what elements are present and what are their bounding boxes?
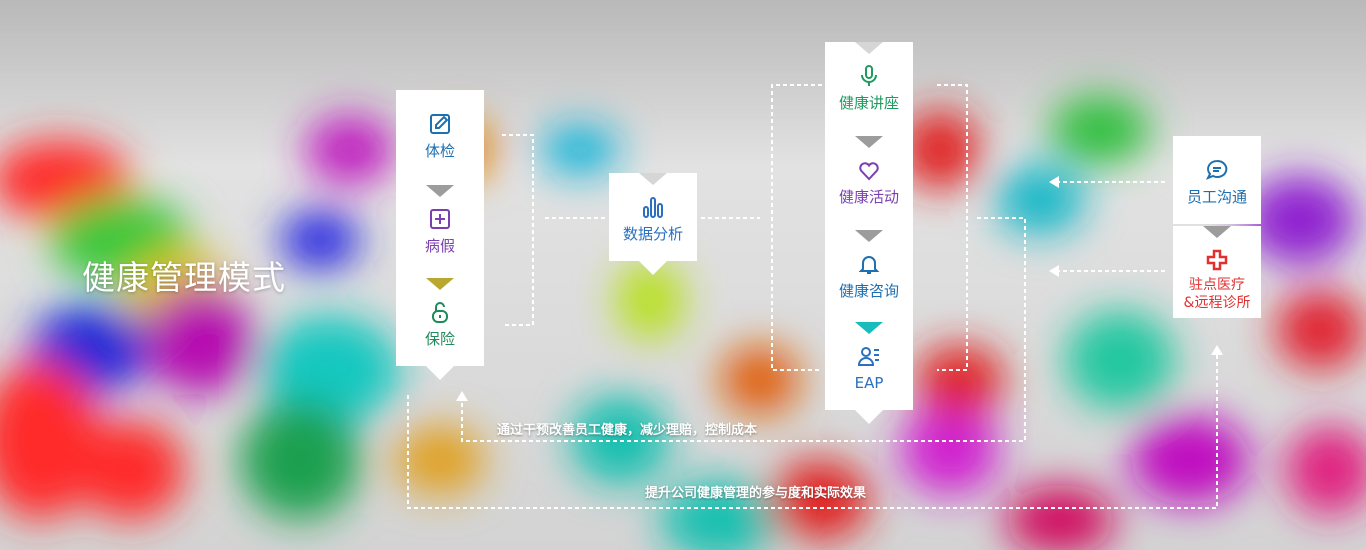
card-label: 健康讲座 bbox=[838, 94, 899, 112]
card-tip bbox=[639, 261, 667, 275]
card-onsite-clinic[interactable]: 驻点医疗 &远程诊所 bbox=[1173, 226, 1261, 318]
page-title: 健康管理模式 bbox=[82, 258, 286, 297]
card-notch bbox=[855, 42, 883, 54]
comm-arrowhead bbox=[1049, 176, 1059, 188]
card-notch bbox=[1203, 226, 1231, 238]
card-label: 数据分析 bbox=[622, 225, 683, 243]
group-a-bracket bbox=[502, 134, 534, 326]
card-label: EAP bbox=[854, 374, 884, 392]
card-label: 健康活动 bbox=[838, 188, 899, 206]
card-label: 健康咨询 bbox=[838, 282, 899, 300]
microphone-icon bbox=[861, 65, 877, 86]
card-label: 病假 bbox=[424, 237, 455, 255]
inner-loop bbox=[461, 217, 1026, 442]
outer-loop-caption: 提升公司健康管理的参与度和实际效果 bbox=[645, 486, 867, 501]
red-cross-icon bbox=[1206, 249, 1228, 271]
lock-icon bbox=[432, 302, 448, 323]
chat-bubble-icon bbox=[1205, 159, 1228, 180]
card-tip bbox=[426, 366, 454, 380]
card-data-analysis[interactable]: 数据分析 bbox=[609, 173, 697, 275]
outer-loop bbox=[407, 354, 1218, 509]
card-notch bbox=[426, 185, 454, 197]
card-health-activity[interactable]: 健康活动 bbox=[825, 136, 913, 230]
card-health-consult[interactable]: 健康咨询 bbox=[825, 230, 913, 322]
card-notch bbox=[855, 322, 883, 334]
card-health-lecture[interactable]: 健康讲座 bbox=[825, 42, 913, 136]
group-b-left-bracket bbox=[771, 84, 822, 371]
card-label: 员工沟通 bbox=[1186, 188, 1247, 206]
card-insurance[interactable]: 保险 bbox=[396, 278, 484, 380]
card-notch bbox=[639, 173, 667, 185]
edit-icon bbox=[430, 114, 450, 134]
bar-chart-icon bbox=[643, 197, 663, 218]
card-sick-leave[interactable]: 病假 bbox=[396, 185, 484, 278]
heart-icon bbox=[859, 162, 879, 181]
group-b-right-bracket bbox=[937, 84, 968, 371]
people-list-icon bbox=[857, 347, 879, 366]
card-label: 驻点医疗 &远程诊所 bbox=[1183, 277, 1251, 311]
clinic-arrowhead bbox=[1049, 265, 1059, 277]
plus-square-icon bbox=[430, 209, 450, 229]
bell-icon bbox=[858, 256, 880, 274]
inner-arrowhead bbox=[456, 391, 468, 401]
card-employee-communication[interactable]: 员工沟通 bbox=[1173, 136, 1261, 224]
card-label: 保险 bbox=[424, 330, 455, 348]
card-notch bbox=[855, 230, 883, 242]
card-physical-exam[interactable]: 体检 bbox=[396, 90, 484, 185]
inner-loop-caption: 通过干预改善员工健康，减少理赔，控制成本 bbox=[497, 423, 758, 438]
card-eap[interactable]: EAP bbox=[825, 322, 913, 424]
outer-arrowhead bbox=[1211, 345, 1223, 355]
card-notch bbox=[855, 136, 883, 148]
card-tip bbox=[855, 410, 883, 424]
card-notch bbox=[426, 278, 454, 290]
card-label: 体检 bbox=[424, 142, 455, 160]
